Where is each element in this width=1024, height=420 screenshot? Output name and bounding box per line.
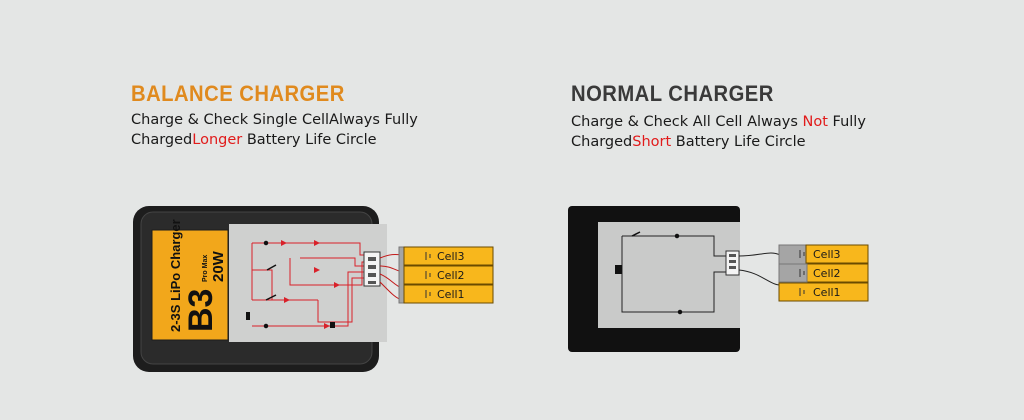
normal-desc-line2: ChargedShort Battery Life Circle <box>571 132 866 152</box>
balance-desc-rest: Battery Life Circle <box>242 132 377 148</box>
balance-cell2-label: Cell2 <box>437 269 465 282</box>
balance-arrows <box>281 240 340 329</box>
balance-description: Charge & Check Single CellAlways Fully C… <box>131 110 418 150</box>
normal-battery-pack: Cell3 Cell2 Cell1 <box>778 244 869 302</box>
normal-wiring <box>621 235 728 313</box>
normal-cell2-label: Cell2 <box>813 267 841 280</box>
balance-switches <box>263 240 277 329</box>
balance-desc-charged: Charged <box>131 132 193 148</box>
normal-desc-charged: Charged <box>571 134 633 150</box>
normal-desc-short: Short <box>632 134 672 150</box>
balance-wiring <box>251 242 366 327</box>
balance-charger-device: 2-3S LiPo Charger B3 Pro Max 20W <box>133 206 387 372</box>
balance-desc-line2: ChargedLonger Battery Life Circle <box>131 130 418 150</box>
normal-desc-a: Charge & Check All Cell Always <box>571 114 803 130</box>
balance-cell3-label: Cell3 <box>437 250 465 263</box>
normal-desc-not: Not <box>802 114 828 130</box>
normal-charger-title: NORMAL CHARGER <box>571 81 774 106</box>
balance-components <box>246 312 335 328</box>
normal-cell1-label: Cell1 <box>813 286 841 299</box>
balance-desc-longer: Longer <box>192 132 243 148</box>
normal-description: Charge & Check All Cell Always Not Fully… <box>571 112 866 152</box>
balance-desc-line1: Charge & Check Single CellAlways Fully <box>131 112 418 128</box>
normal-desc-rest: Battery Life Circle <box>671 134 806 150</box>
normal-charger-device <box>568 206 740 352</box>
normal-desc-b: Fully <box>827 114 866 130</box>
device-model: Pro Max <box>202 255 209 282</box>
device-product-label: 2-3S LiPo Charger <box>168 219 183 332</box>
device-power: 20W <box>210 250 227 282</box>
balance-battery-pack: Cell3 Cell2 Cell1 <box>398 246 494 304</box>
normal-desc-line1: Charge & Check All Cell Always Not Fully <box>571 112 866 132</box>
device-logo: B3 <box>182 289 220 332</box>
normal-cell3-label: Cell3 <box>813 248 841 261</box>
balance-charger-title: BALANCE CHARGER <box>131 81 345 106</box>
balance-cell1-label: Cell1 <box>437 288 465 301</box>
normal-leads <box>738 252 781 286</box>
normal-switches <box>615 231 683 315</box>
